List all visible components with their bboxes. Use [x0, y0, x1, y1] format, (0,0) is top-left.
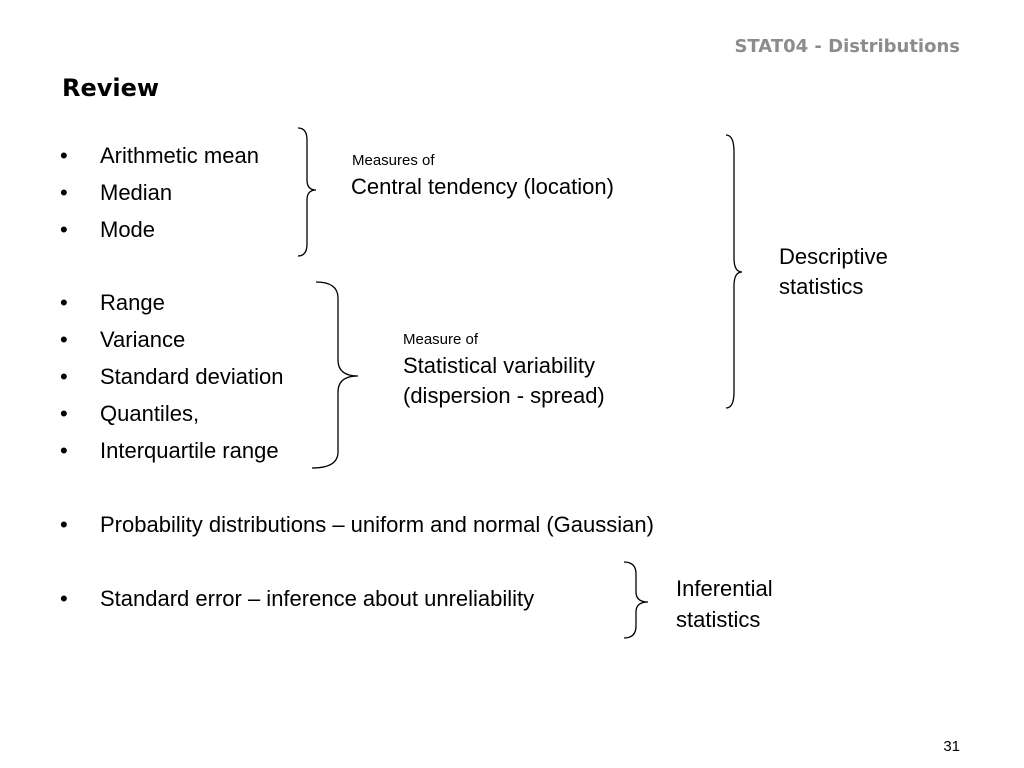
- bullet-item: • Variance: [60, 327, 185, 353]
- descriptive-brace: [725, 134, 743, 409]
- bullet-item: • Standard deviation: [60, 364, 283, 390]
- inferential-brace: [623, 561, 649, 639]
- bullet-item: • Median: [60, 180, 172, 206]
- bullet-symbol: •: [60, 180, 68, 205]
- slide-title: Review: [62, 74, 160, 102]
- bullet-symbol: •: [60, 327, 68, 352]
- bullet-text: Mode: [100, 217, 156, 242]
- bullet-text: Median: [100, 180, 173, 205]
- inferential-label-line2: statistics: [676, 607, 761, 632]
- bullet-text: Quantiles,: [100, 401, 200, 426]
- bullet-symbol: •: [60, 364, 68, 389]
- bullet-text: Range: [100, 290, 165, 315]
- variability-small-label: Measure of: [403, 331, 479, 348]
- bullet-symbol: •: [60, 586, 68, 611]
- variability-brace: [311, 281, 359, 469]
- bullet-item: • Mode: [60, 217, 155, 243]
- variability-label-line1: Statistical variability: [403, 353, 595, 378]
- bullet-symbol: •: [60, 143, 68, 168]
- page-number: 31: [943, 738, 960, 755]
- bullet-item: • Probability distributions – uniform and…: [60, 512, 654, 538]
- central-tendency-small-label: Measures of: [352, 152, 435, 169]
- bullet-symbol: •: [60, 217, 68, 242]
- descriptive-label-line1: Descriptive: [779, 244, 888, 269]
- slide-header: STAT04 - Distributions: [734, 36, 960, 57]
- central-tendency-brace: [297, 127, 317, 257]
- bullet-item: • Range: [60, 290, 165, 316]
- bullet-text: Interquartile range: [100, 438, 279, 463]
- bullet-text: Probability distributions – uniform and …: [100, 512, 654, 537]
- inferential-label-line1: Inferential: [676, 576, 773, 601]
- variability-label-line2: (dispersion - spread): [403, 383, 605, 408]
- bullet-text: Arithmetic mean: [100, 143, 259, 168]
- bullet-symbol: •: [60, 401, 68, 426]
- descriptive-label-line2: statistics: [779, 274, 864, 299]
- bullet-symbol: •: [60, 512, 68, 537]
- bullet-symbol: •: [60, 290, 68, 315]
- bullet-item: • Arithmetic mean: [60, 143, 259, 169]
- bullet-text: Variance: [100, 327, 186, 352]
- bullet-text: Standard error – inference about unrelia…: [100, 586, 535, 611]
- bullet-item: • Interquartile range: [60, 438, 279, 464]
- bullet-item: • Quantiles,: [60, 401, 199, 427]
- bullet-symbol: •: [60, 438, 68, 463]
- central-tendency-label: Central tendency (location): [351, 174, 614, 199]
- bullet-item: • Standard error – inference about unreli…: [60, 586, 534, 612]
- bullet-text: Standard deviation: [100, 364, 284, 389]
